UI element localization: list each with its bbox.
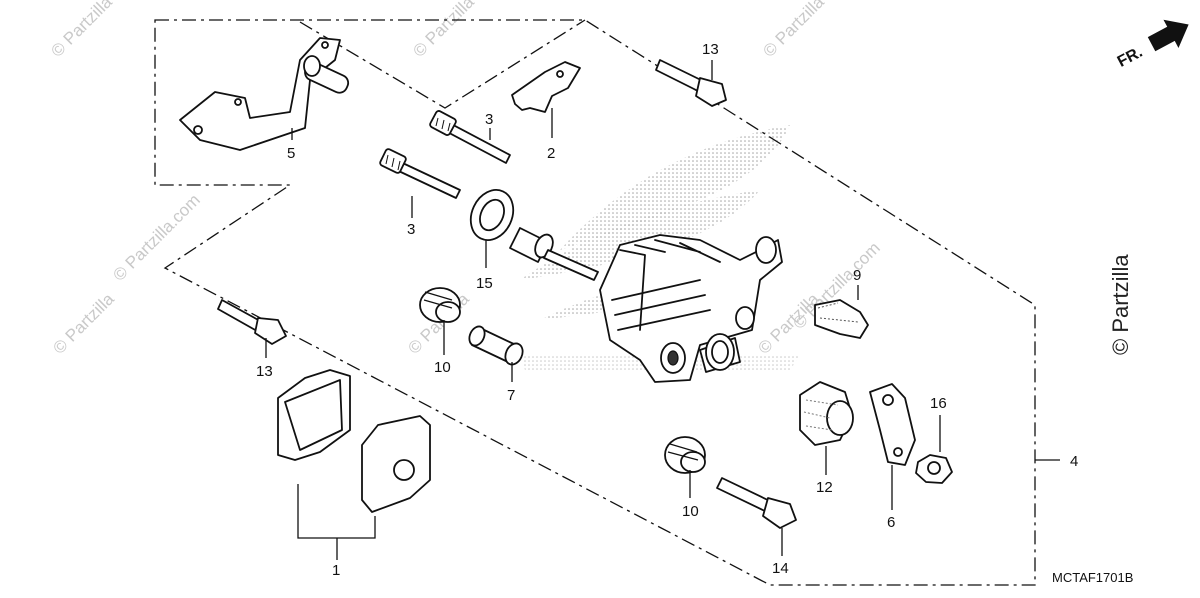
callout-16: 16: [930, 395, 947, 412]
watermark-text: © Partzilla: [759, 0, 828, 61]
plate-part[interactable]: [869, 383, 916, 466]
brake-pad-part-rear[interactable]: [277, 369, 351, 461]
callout-5: 5: [287, 145, 295, 162]
diagram-code: MCTAF1701B: [1052, 570, 1133, 585]
bolt-part-left-13[interactable]: [217, 299, 287, 345]
bleeder-cap-part[interactable]: [814, 299, 869, 339]
callout-15: 15: [476, 275, 493, 292]
leader-lines: [265, 60, 1060, 560]
boot-part-lower[interactable]: [664, 436, 706, 474]
callout-3: 3: [485, 111, 493, 128]
front-label: FR.: [1115, 44, 1146, 71]
bolt-part-14[interactable]: [716, 477, 797, 529]
callout-13b: 13: [256, 363, 273, 380]
pin-part-upper[interactable]: [429, 110, 511, 164]
watermark-text: © Partzilla: [49, 289, 118, 358]
brake-pad-part-front[interactable]: [361, 415, 431, 513]
callout-1: 1: [332, 562, 340, 579]
callout-13: 13: [702, 41, 719, 58]
assembly-boundary: [154, 19, 1036, 586]
callout-12: 12: [816, 479, 833, 496]
watermark-text-side: © Partzilla: [1108, 254, 1133, 355]
pin-part-lower[interactable]: [379, 148, 461, 199]
callout-7: 7: [507, 387, 515, 404]
piston-part[interactable]: [799, 381, 854, 446]
boot-part-upper[interactable]: [419, 287, 461, 323]
sleeve-part[interactable]: [466, 324, 525, 367]
nut-part[interactable]: [915, 454, 953, 484]
callout-labels: 1 2 3 3 4 5 6 7 9 10 10 12 13 13 14 15 1…: [256, 41, 1078, 579]
callout-3b: 3: [407, 221, 415, 238]
seal-ring-part[interactable]: [463, 183, 521, 247]
callout-9: 9: [853, 267, 861, 284]
callout-10: 10: [434, 359, 451, 376]
pad-spring-part[interactable]: [511, 61, 581, 113]
callout-4: 4: [1070, 453, 1078, 470]
callout-6: 6: [887, 514, 895, 531]
caliper-bolt-part[interactable]: [509, 227, 599, 281]
callout-2: 2: [547, 145, 555, 162]
inner-boundary: [299, 19, 586, 109]
watermark-text: © Partzilla: [47, 0, 116, 61]
callout-10b: 10: [682, 503, 699, 520]
caliper-body-part[interactable]: [599, 234, 783, 383]
callout-14: 14: [772, 560, 789, 577]
front-arrow: FR.: [1115, 19, 1189, 71]
bracket-part[interactable]: [179, 37, 351, 151]
watermark-text: © Partzilla: [409, 0, 478, 61]
bolt-part-top-13[interactable]: [655, 59, 727, 107]
watermark-text: © Partzilla.com: [109, 190, 203, 284]
